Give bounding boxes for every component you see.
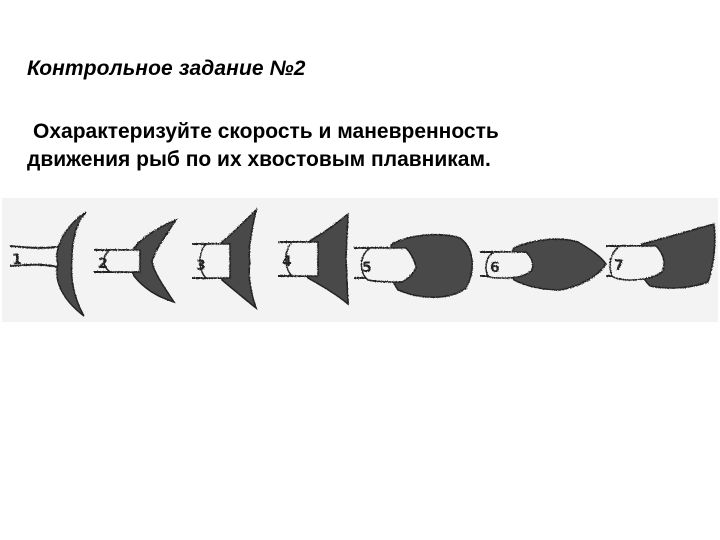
tail-fin-4: 4	[278, 212, 349, 306]
slide-title: Контрольное задание №2	[27, 57, 306, 80]
tail-fin-7: 7	[606, 223, 716, 289]
task-text: Охарактеризуйте скорость и маневренность…	[27, 118, 707, 174]
tail-fins-drawing: 1 2 3 4 5	[2, 198, 718, 322]
task-line-1: Охарактеризуйте скорость и маневренность	[33, 120, 499, 143]
fin-number-1: 1	[12, 252, 22, 268]
task-line-2: движения рыб по их хвостовым плавникам.	[27, 148, 491, 171]
fin-number-4: 4	[282, 254, 292, 270]
fin-number-7: 7	[614, 258, 624, 274]
fin-number-3: 3	[196, 258, 206, 274]
fin-number-5: 5	[362, 260, 372, 276]
tail-fin-2: 2	[94, 218, 179, 304]
tail-fin-3: 3	[192, 207, 258, 311]
tail-fins-illustration: 1 2 3 4 5	[2, 198, 718, 322]
tail-fin-5: 5	[354, 233, 473, 298]
fin-number-6: 6	[490, 260, 500, 276]
tail-fin-6: 6	[480, 238, 607, 291]
tail-fin-1: 1	[9, 211, 87, 317]
fin-number-2: 2	[98, 256, 108, 272]
